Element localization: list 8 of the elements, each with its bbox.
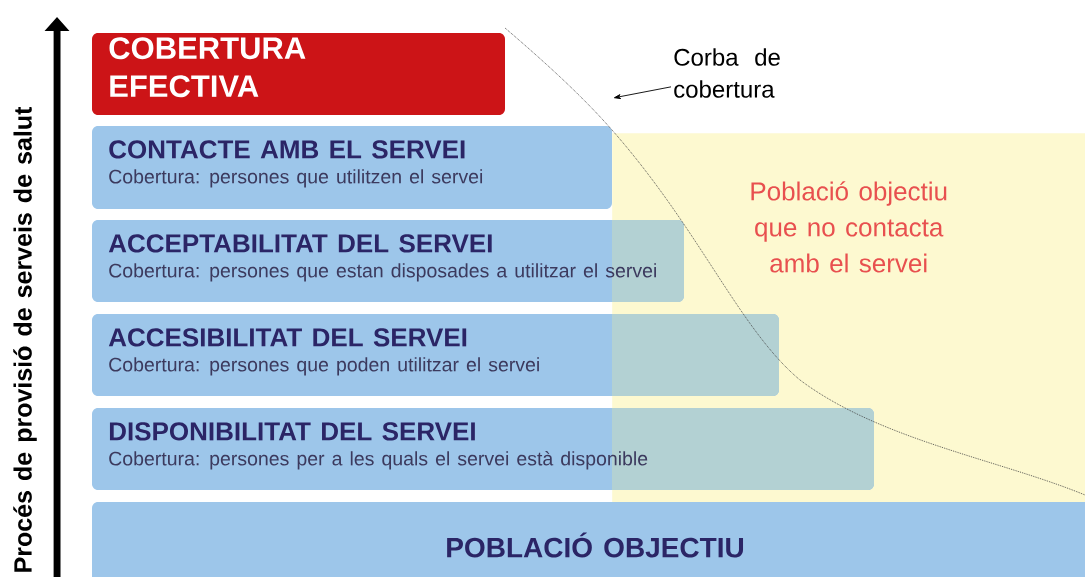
- stage-box: ACCEPTABILITAT DEL SERVEI Cobertura: persones que estan disposades a utilitzar el servei: [92, 220, 684, 302]
- axis-label: Procés de provisió de serveis de salut: [13, 106, 37, 572]
- base-bar: POBLACIÓ OBJECTIU: [92, 502, 1085, 577]
- leader-line: [613, 86, 672, 99]
- stage-box: ACCESIBILITAT DEL SERVEI Cobertura: persones que poden utilitzar el servei: [92, 314, 779, 396]
- stage-box: CONTACTE AMB EL SERVEI Cobertura: persones que utilitzen el servei: [92, 126, 612, 209]
- stage-box: DISPONIBILITAT DEL SERVEI Cobertura: persones per a les quals el servei està disponible: [92, 408, 874, 490]
- result-box: COBERTURA EFECTIVA: [92, 33, 505, 115]
